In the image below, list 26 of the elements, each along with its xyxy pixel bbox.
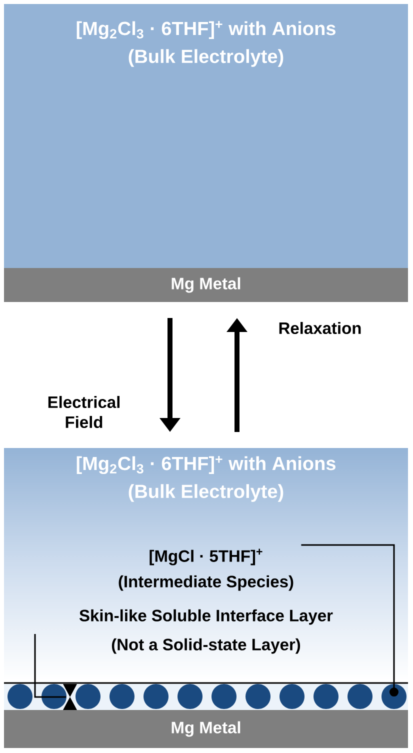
- particle: [314, 684, 338, 709]
- region-label: (Bulk Electrolyte): [128, 49, 284, 67]
- metal-bar: Mg Metal: [4, 710, 408, 748]
- metal-bar: Mg Metal: [4, 268, 408, 302]
- particle: [382, 684, 406, 709]
- particle: [76, 684, 100, 709]
- particle: [144, 684, 168, 709]
- edge-label: Electrical Field: [48, 396, 120, 428]
- particle: [246, 684, 270, 709]
- particle: [42, 684, 66, 709]
- region-label: (Bulk Electrolyte): [128, 484, 284, 502]
- layer-label: (Not a Solid-state Layer): [112, 638, 300, 654]
- particle: [348, 684, 372, 709]
- region-label: [Mg$_{2}$Cl$_{3}$ · 6THF]$^{+}$ with Anions: [76, 20, 336, 40]
- layer-label: Skin-like Soluble Interface Layer: [79, 609, 333, 625]
- particle: [178, 684, 202, 709]
- species-label: [MgCl · 5THF]$^{+}$: [150, 548, 262, 566]
- particle: [8, 684, 32, 709]
- region-label: [Mg$_{2}$Cl$_{3}$ · 6THF]$^{+}$ with Anions: [76, 456, 336, 474]
- leader-line: [34, 634, 66, 698]
- particle: [280, 684, 304, 709]
- edge-label: Relaxation: [279, 322, 361, 334]
- leader-line: [301, 544, 398, 696]
- species-label: (Intermediate Species): [118, 575, 294, 591]
- particle: [212, 684, 236, 709]
- particle: [110, 684, 134, 709]
